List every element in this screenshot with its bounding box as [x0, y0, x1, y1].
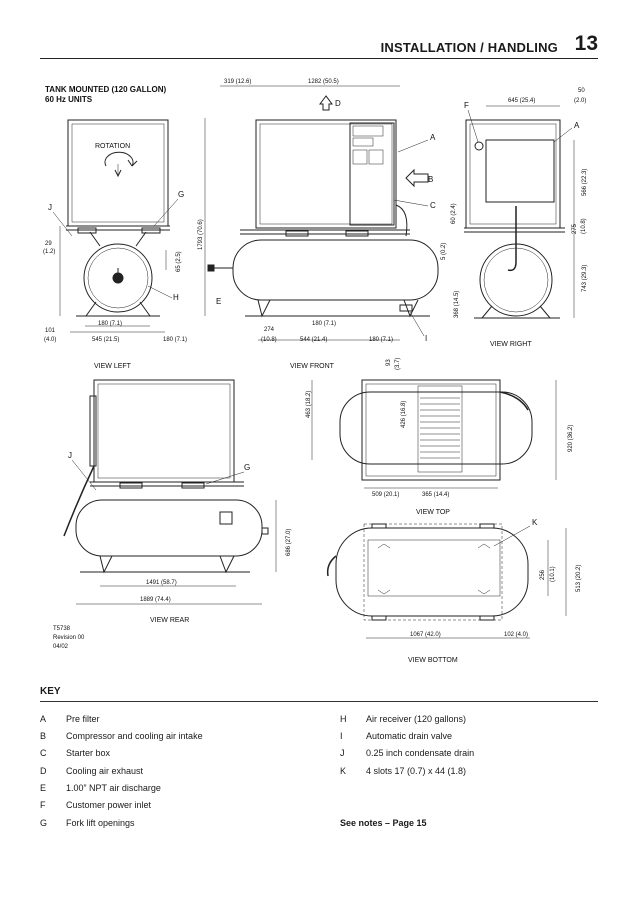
dim-29: 29: [45, 241, 52, 247]
view-right: [464, 105, 575, 319]
dim-743: 743 (29.3): [582, 265, 588, 292]
drawing-heading-line2: 60 Hz UNITS: [45, 95, 93, 104]
dim-686: 686 (27.0): [286, 529, 292, 556]
dim-1889: 1889 (74.4): [140, 597, 171, 603]
dim-29b: (1.2): [43, 249, 55, 255]
key-divider: [40, 701, 598, 702]
dim-463: 463 (18.2): [306, 391, 312, 418]
view-bottom-label: VIEW BOTTOM: [408, 657, 458, 664]
view-top: [311, 379, 557, 489]
dim-920: 920 (36.2): [568, 425, 574, 452]
callout-D: D: [335, 99, 341, 108]
view-left-label: VIEW LEFT: [94, 363, 132, 370]
dim-566: 566 (22.3): [582, 169, 588, 196]
view-left: [59, 119, 170, 333]
view-top-label: VIEW TOP: [416, 509, 450, 516]
callout-F: F: [464, 101, 469, 110]
callout-K: K: [532, 518, 538, 527]
dim-50b: (2.0): [574, 98, 586, 104]
see-notes: See notes – Page 15: [340, 818, 427, 828]
dim-93b: (3.7): [395, 358, 401, 370]
dim-368: 368 (14.5): [454, 291, 460, 318]
callout-I: I: [425, 334, 427, 343]
dim-50: 50: [578, 88, 585, 94]
dim-544: 544 (21.4): [300, 337, 327, 343]
callout-A-right: A: [574, 121, 580, 130]
dim-1067: 1067 (42.0): [410, 632, 441, 638]
dim-545: 545 (21.5): [92, 337, 119, 343]
dim-256b: (10.1): [550, 566, 556, 582]
callout-J-left: J: [48, 203, 52, 212]
page-title: INSTALLATION / HANDLING: [380, 40, 558, 55]
dim-274: 274: [264, 327, 275, 333]
dim-513: 513 (20.2): [576, 565, 582, 592]
dim-509: 509 (20.1): [372, 492, 399, 498]
dim-256: 256: [540, 569, 546, 580]
dim-645: 645 (25.4): [508, 98, 535, 104]
dim-365: 365 (14.4): [422, 492, 449, 498]
page-header: INSTALLATION / HANDLING 13: [40, 30, 598, 59]
dim-65: 65 (2.5): [176, 251, 182, 272]
drawing-heading-line1: TANK MOUNTED (120 GALLON): [45, 85, 167, 94]
dim-275: 275: [572, 223, 578, 234]
dim-274b: (10.8): [261, 337, 277, 343]
dim-180-front2: 180 (7.1): [369, 337, 393, 343]
callout-B: B: [428, 175, 433, 184]
callout-G-rear: G: [244, 463, 250, 472]
dim-426: 426 (16.8): [401, 401, 407, 428]
dim-319: 319 (12.6): [224, 79, 251, 85]
callout-A-front: A: [430, 133, 436, 142]
view-rear-label: VIEW REAR: [150, 617, 189, 624]
rotation-label: ROTATION: [95, 143, 130, 150]
callout-C: C: [430, 201, 436, 210]
page-number: 13: [574, 32, 598, 55]
callout-H-left: H: [173, 293, 179, 302]
view-front-label: VIEW FRONT: [290, 363, 335, 370]
view-front: [204, 85, 439, 341]
revision-date: 04/02: [53, 644, 69, 650]
key-title: KEY: [40, 686, 61, 697]
dim-102: 102 (4.0): [504, 632, 528, 638]
dim-180-left: 180 (7.1): [98, 321, 122, 327]
dim-5: 5 (0.2): [441, 243, 447, 260]
callout-J-rear: J: [68, 451, 72, 460]
callout-E: E: [216, 297, 221, 306]
view-bottom: [326, 523, 567, 639]
dim-60: 60 (2.4): [451, 203, 457, 224]
dim-180-left2: 180 (7.1): [163, 337, 187, 343]
callout-G-left: G: [178, 190, 184, 199]
dim-275b: (10.8): [581, 218, 587, 234]
ref-code: T5738: [53, 626, 71, 632]
installation-drawing: TANK MOUNTED (120 GALLON) 60 Hz UNITS RO…: [43, 79, 588, 664]
dim-101b: (4.0): [44, 337, 56, 343]
dim-180-front: 180 (7.1): [312, 321, 336, 327]
view-rear: [63, 379, 277, 605]
revision: Revision 00: [53, 635, 85, 641]
view-right-label: VIEW RIGHT: [490, 341, 532, 348]
dim-1793: 1793 (70.6): [198, 219, 204, 250]
dim-101: 101: [45, 328, 56, 334]
dim-93: 93: [386, 359, 392, 366]
dim-1491: 1491 (58.7): [146, 580, 177, 586]
dim-1282: 1282 (50.5): [308, 79, 339, 85]
